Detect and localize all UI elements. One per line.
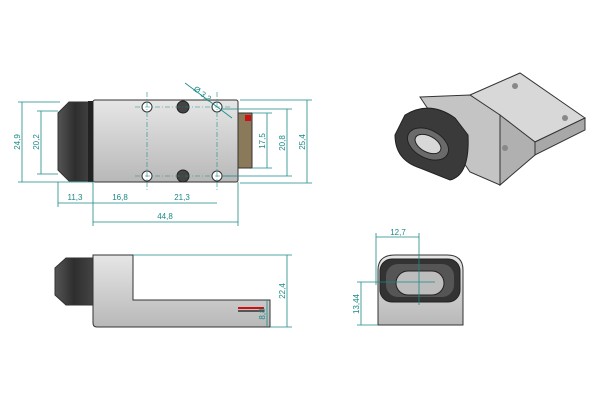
wire xyxy=(238,310,264,312)
dim-hole-spacing-vertical: 20,8 xyxy=(278,135,287,151)
side-cap xyxy=(54,257,94,306)
dim-body-height: 25,4 xyxy=(298,134,307,150)
cap-ring xyxy=(88,101,93,182)
top-view: 24,9 20,2 17,5 20,8 25,4 11,3 16,8 21,3 … xyxy=(13,82,312,226)
connector-marker xyxy=(245,115,251,121)
isometric-view xyxy=(394,72,586,187)
dim-overall-height: 24,9 xyxy=(13,134,22,150)
dim-hole-spacing-horizontal: 21,3 xyxy=(174,193,190,202)
dim-center-offset-x: 12,7 xyxy=(390,228,406,237)
dim-hole-offset: 16,8 xyxy=(112,193,128,202)
lens-window xyxy=(395,270,445,296)
connector xyxy=(237,112,253,169)
dim-base-height: 8,8 xyxy=(258,308,267,320)
dim-body-length: 44,8 xyxy=(157,212,173,221)
dim-total-height: 22,4 xyxy=(278,283,287,299)
dim-connector-height: 17,5 xyxy=(258,133,267,149)
front-view: 12,7 13,44 xyxy=(352,228,464,326)
lens-cap xyxy=(57,101,93,182)
dim-cap-height: 20,2 xyxy=(32,134,41,150)
dim-cap-length: 11,3 xyxy=(68,193,84,202)
side-view: 22,4 8,8 xyxy=(54,254,292,328)
dimensions: 24,9 20,2 17,5 20,8 25,4 11,3 16,8 21,3 … xyxy=(13,82,312,226)
wire xyxy=(238,307,264,309)
side-body xyxy=(92,254,271,328)
dim-center-height: 13,44 xyxy=(352,293,361,314)
